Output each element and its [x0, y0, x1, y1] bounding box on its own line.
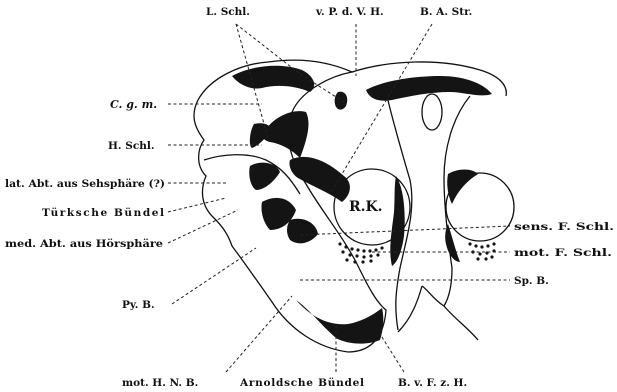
- label-lat-abt: lat. Abt. aus Sehsphäre (?): [5, 178, 165, 190]
- label-sp-b: Sp. B.: [514, 275, 549, 287]
- label-c-g-m: C. g. m.: [110, 98, 157, 111]
- label-rk: R.K.: [349, 199, 383, 215]
- dotted-patch-left: [338, 242, 383, 263]
- label-mot-h-n-b: mot. H. N. B.: [122, 377, 198, 389]
- label-turksche-buendel: Türksche Bündel: [42, 207, 164, 219]
- label-mot-f-schl: mot. F. Schl.: [514, 247, 612, 259]
- label-sens-f-schl: sens. F. Schl.: [514, 221, 614, 233]
- label-py-b: Py. B.: [122, 299, 155, 311]
- label-v-p-d-v-h: v. P. d. V. H.: [315, 6, 384, 18]
- label-b-a-str: B. A. Str.: [420, 6, 472, 18]
- label-b-v-f-z-h: B. v. F. z. H.: [398, 377, 467, 389]
- label-h-schl: H. Schl.: [108, 140, 155, 152]
- label-l-schl: L. Schl.: [206, 6, 250, 18]
- label-med-abt: med. Abt. aus Hörsphäre: [5, 238, 163, 250]
- label-arnoldsche-buendel: Arnoldsche Bündel: [239, 377, 364, 389]
